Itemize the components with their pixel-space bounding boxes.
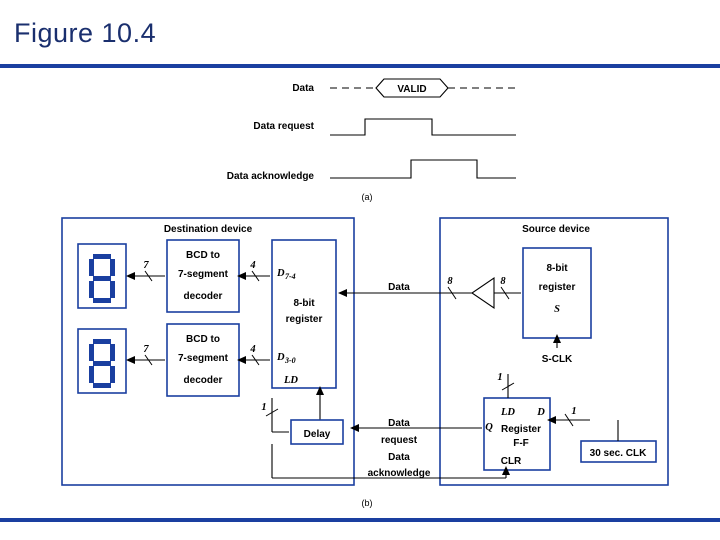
source-register-box (522, 247, 592, 339)
ff-d-label: D (536, 407, 545, 418)
block-diagram: Destination device BCD to 7-segment (61, 217, 669, 508)
arrowhead-decoder-top-to-display (126, 272, 135, 280)
caption-a: (a) (362, 192, 373, 202)
slash-1-d (564, 413, 574, 427)
seg-top-c (110, 281, 115, 298)
signal-label-data-request: Data request (253, 121, 314, 132)
seven-segment-display-top (77, 243, 127, 309)
destination-register-line1: 8-bit (293, 298, 315, 309)
arrowhead-d74 (237, 272, 246, 280)
nibble-top-label: D (276, 268, 285, 279)
slash-8-left (447, 286, 457, 300)
source-device-title: Source device (522, 224, 590, 235)
decoder-bottom-line1: BCD to (186, 334, 220, 345)
arrowhead-ack-clr (502, 466, 510, 475)
seg-top-a (93, 254, 111, 259)
arrowhead-request (350, 424, 359, 432)
ff-name-line2: F-F (513, 438, 529, 449)
top-divider (0, 64, 720, 68)
page-title: Figure 10.4 (14, 18, 157, 48)
data-bus-shape (375, 78, 449, 98)
source-register-line2: register (539, 282, 576, 293)
slash-4-top (251, 270, 260, 282)
seg-top-g (93, 276, 111, 281)
width-label-1-ff-ld: 1 (497, 372, 502, 383)
slash-1-delay (265, 408, 279, 417)
width-label-4-bottom: 4 (249, 344, 255, 355)
source-register-line1: 8-bit (546, 263, 568, 274)
seven-segment-display-bottom (77, 328, 127, 394)
width-label-1-delay: 1 (261, 402, 266, 413)
destination-register-line2: register (286, 314, 323, 325)
decoder-bottom-box (166, 323, 240, 397)
data-acknowledge-waveform (330, 159, 516, 179)
arrowhead-sclk (553, 334, 561, 343)
nibble-top-sub: 7-4 (285, 272, 296, 281)
arrowhead-decoder-bottom-to-display (126, 356, 135, 364)
width-label-7-bottom: 7 (143, 344, 149, 355)
seg-top-e (89, 281, 94, 298)
decoder-top-line3: decoder (184, 291, 223, 302)
figure-10-4: Data VALID Data request Data acknowledge… (0, 68, 720, 514)
arrowhead-ld-into-register (316, 386, 324, 395)
seg-bottom-d (93, 383, 111, 388)
delay-label: Delay (304, 429, 331, 440)
signal-label-data: Data (292, 83, 314, 94)
ff-ld-label: LD (500, 407, 515, 418)
nibble-bottom-label: D (276, 352, 285, 363)
ff-q-label: Q (485, 422, 493, 433)
decoder-bottom-line3: decoder (184, 375, 223, 386)
signal-label-data-acknowledge: Data acknowledge (227, 171, 315, 182)
delay-box (290, 419, 344, 445)
seg-top-b (110, 259, 115, 276)
arrowhead-d-input (547, 416, 556, 424)
data-request-waveform (330, 118, 516, 136)
acknowledge-label-line2: acknowledge (368, 468, 431, 479)
seg-bottom-a (93, 339, 111, 344)
nibble-bottom-sub: 3-0 (284, 356, 296, 365)
data-bus-label: VALID (397, 84, 426, 95)
seg-bottom-c (110, 366, 115, 383)
slash-7-bottom (144, 354, 153, 366)
display-top-frame (77, 243, 127, 309)
slash-1-ff-ld (501, 382, 515, 391)
request-label-line2: request (381, 435, 418, 446)
ff-clr-label: CLR (501, 456, 522, 467)
width-label-8-left: 8 (447, 276, 453, 287)
arrowhead-d30 (237, 356, 246, 364)
data-bus-name: Data (388, 282, 410, 293)
slash-4-bottom (251, 354, 260, 366)
seg-bottom-b (110, 344, 115, 361)
ff-name-line1: Register (501, 424, 541, 435)
bottom-divider (0, 518, 720, 522)
destination-ld-label: LD (283, 375, 298, 386)
source-register-name: S (554, 304, 560, 315)
tristate-buffer (471, 276, 495, 310)
decoder-top-line2: 7-segment (178, 269, 229, 280)
destination-device-title: Destination device (164, 224, 253, 235)
acknowledge-label-line1: Data (388, 452, 410, 463)
timing-diagram: Data VALID Data request Data acknowledge… (227, 78, 516, 202)
decoder-bottom-line2: 7-segment (178, 353, 229, 364)
destination-register-box (271, 239, 337, 389)
slash-8-right (500, 286, 510, 300)
caption-b: (b) (362, 498, 373, 508)
seg-top-f (89, 259, 94, 276)
seg-bottom-g (93, 361, 111, 366)
arrowhead-data-bus (338, 289, 347, 297)
slash-7-top (144, 270, 153, 282)
seg-bottom-f (89, 344, 94, 361)
width-label-4-top: 4 (249, 260, 255, 271)
width-label-8-right: 8 (500, 276, 506, 287)
register-ff-box (483, 397, 551, 471)
decoder-top-line1: BCD to (186, 250, 220, 261)
seg-bottom-e (89, 366, 94, 383)
width-label-1-d: 1 (571, 406, 576, 417)
seg-top-d (93, 298, 111, 303)
clock-source-label: 30 sec. CLK (590, 448, 647, 459)
request-label-line1: Data (388, 418, 410, 429)
width-label-7-top: 7 (143, 260, 149, 271)
s-clk-label: S-CLK (542, 354, 573, 365)
